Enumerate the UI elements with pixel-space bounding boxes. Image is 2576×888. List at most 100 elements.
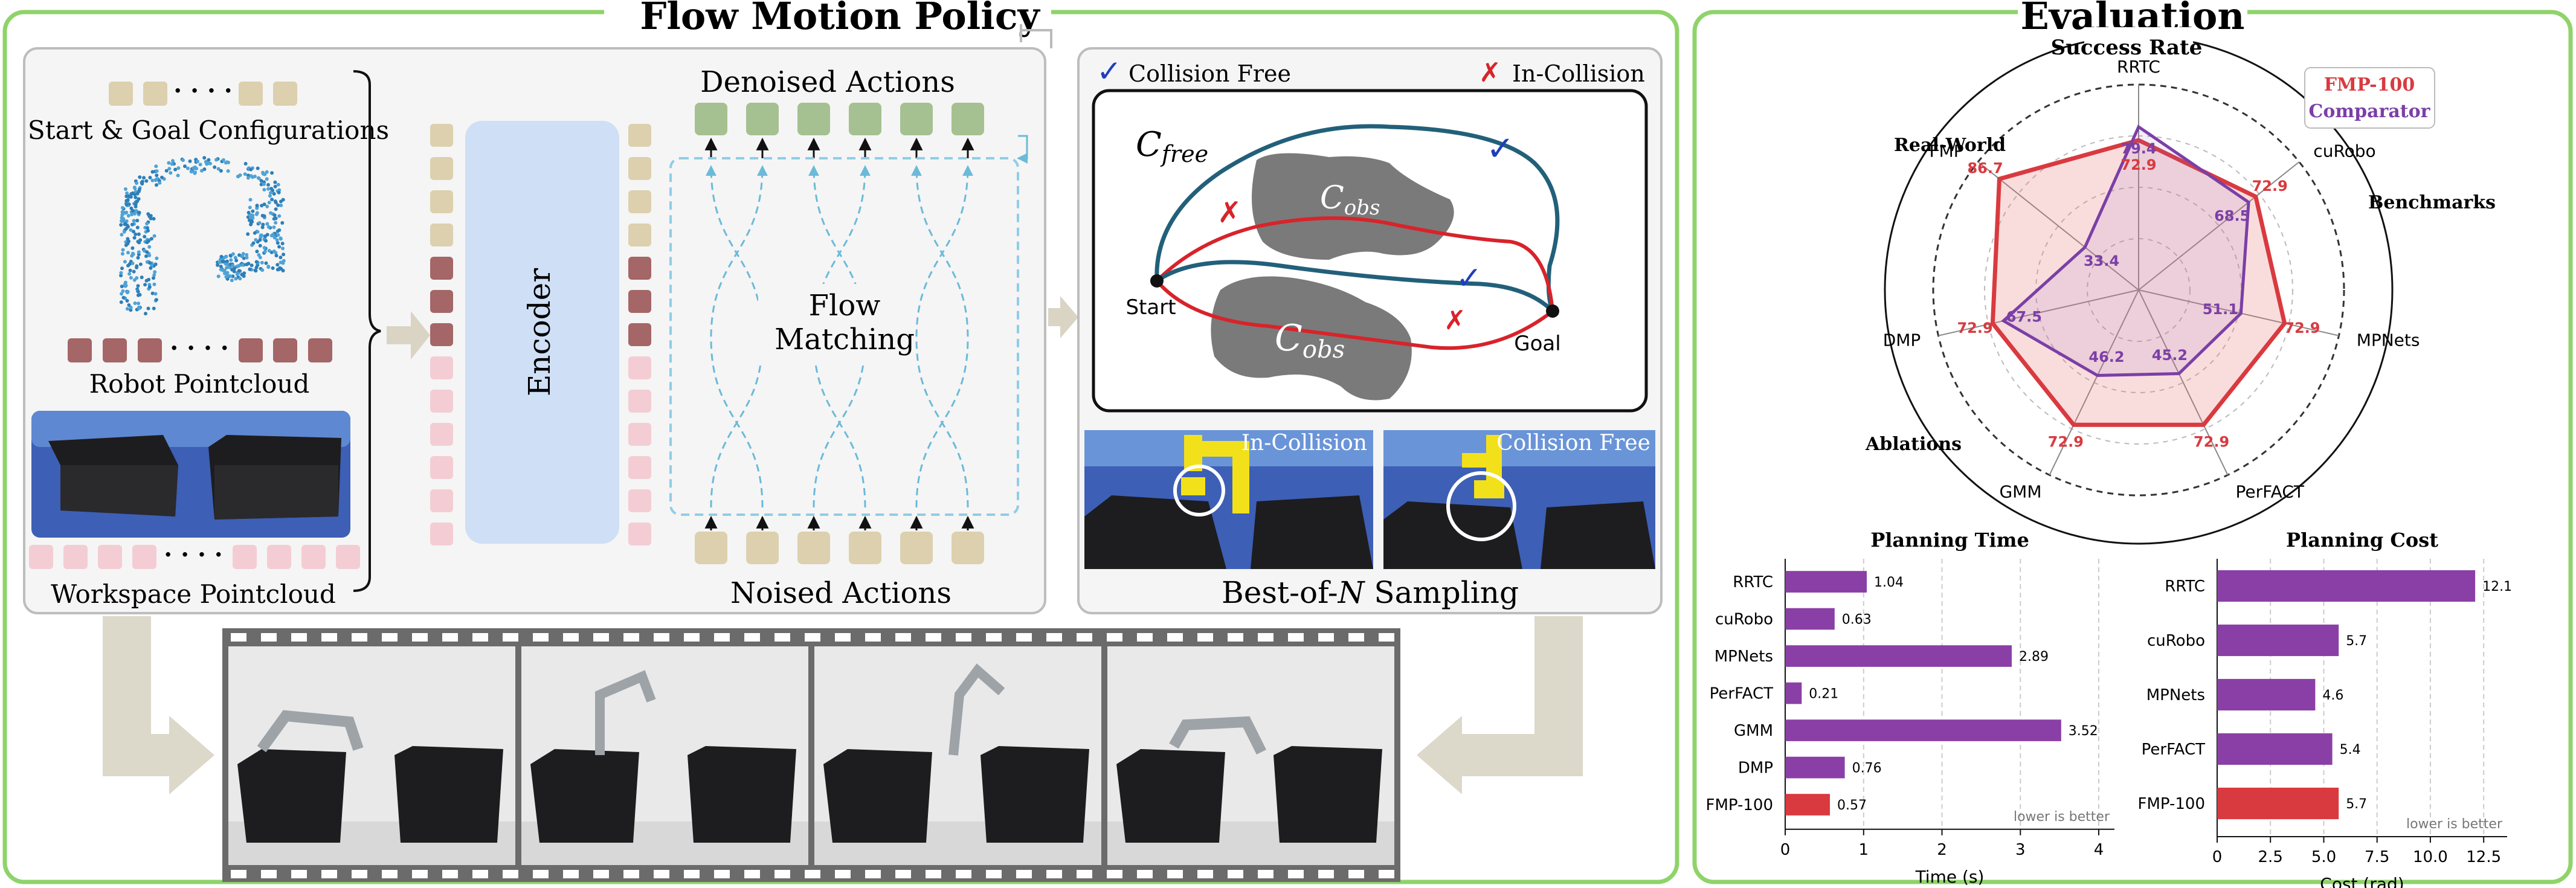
pointcloud-point xyxy=(276,182,280,187)
pointcloud-point xyxy=(120,266,124,271)
pointcloud-point xyxy=(129,195,133,199)
bar-value-label: 12.1 xyxy=(2482,579,2512,594)
pointcloud-point xyxy=(128,268,132,272)
radar-grid-ring xyxy=(2087,238,2191,342)
pointcloud-point xyxy=(155,169,159,173)
pointcloud-point xyxy=(152,234,156,238)
category-label: MPNets xyxy=(2146,686,2205,704)
film-hole xyxy=(352,633,367,642)
film-hole xyxy=(774,870,790,878)
film-hole xyxy=(744,633,760,642)
token xyxy=(628,489,651,512)
bar xyxy=(2217,733,2333,765)
pointcloud-point xyxy=(259,179,263,183)
pointcloud-point xyxy=(132,269,136,274)
arrow-to-filmstrip-right xyxy=(1417,616,1583,794)
pointcloud-point xyxy=(228,274,233,278)
pointcloud-point xyxy=(152,306,156,310)
pointcloud-point xyxy=(138,175,142,179)
pointcloud-point xyxy=(123,187,127,191)
pointcloud-point xyxy=(224,255,228,259)
film-hole xyxy=(442,870,458,878)
x-axis-label: Time (s) xyxy=(1915,867,1985,887)
film-hole xyxy=(895,870,911,878)
x-tick-label: 2.5 xyxy=(2258,848,2283,866)
pointcloud-point xyxy=(158,181,162,185)
pointcloud-point xyxy=(219,265,223,269)
pointcloud-point xyxy=(135,191,140,196)
pointcloud-point xyxy=(130,209,135,213)
token xyxy=(628,257,651,280)
pointcloud-point xyxy=(262,188,266,191)
pointcloud-point xyxy=(170,162,174,166)
token xyxy=(430,356,453,379)
pointcloud-point xyxy=(129,275,133,280)
pointcloud-point xyxy=(258,243,262,248)
pointcloud-point xyxy=(248,205,252,210)
pointcloud-point xyxy=(147,245,152,249)
start-goal-label: Start & Goal Configurations xyxy=(28,115,389,145)
pointcloud-point xyxy=(281,246,285,251)
token xyxy=(628,224,651,246)
bar xyxy=(2217,570,2476,602)
pointcloud-point xyxy=(271,266,275,270)
flow-trajectories xyxy=(706,165,973,508)
c-free-label: Cfree xyxy=(1136,125,1208,167)
pointcloud-point xyxy=(129,228,133,232)
pointcloud-point xyxy=(272,249,276,253)
radar-outer-ring xyxy=(1932,83,2345,497)
radar-axis-label: MPNets xyxy=(2357,330,2420,350)
pointcloud-point xyxy=(245,262,249,266)
pointcloud-point xyxy=(279,199,283,204)
pointcloud-point xyxy=(260,233,264,237)
token xyxy=(430,523,453,545)
pointcloud-point xyxy=(249,174,253,178)
film-hole xyxy=(503,633,518,642)
bar-value-label: 5.4 xyxy=(2340,742,2361,758)
pointcloud-point xyxy=(270,171,274,175)
pointcloud-point xyxy=(140,181,144,185)
pointcloud-point xyxy=(231,252,235,256)
pointcloud-point xyxy=(273,180,277,184)
film-frame xyxy=(228,646,515,865)
pointcloud-point xyxy=(130,261,135,265)
film-hole xyxy=(291,633,307,642)
photo-collision-free: Collision Free xyxy=(1383,430,1655,569)
bar xyxy=(1785,682,1802,704)
lower-is-better-note: lower is better xyxy=(2406,817,2503,832)
pointcloud-point xyxy=(132,230,135,234)
pointcloud-point xyxy=(216,263,220,267)
pointcloud-point xyxy=(262,172,266,176)
pointcloud-point xyxy=(217,260,222,265)
flow-curve xyxy=(911,165,969,508)
x-tick-label: 5.0 xyxy=(2311,848,2336,866)
pointcloud-point xyxy=(276,233,280,237)
pointcloud-point xyxy=(269,211,273,215)
film-hole xyxy=(956,633,971,642)
pointcloud-point xyxy=(149,266,153,270)
pointcloud-point xyxy=(266,187,271,191)
pointcloud-point xyxy=(146,226,149,230)
pointcloud-point xyxy=(134,232,138,236)
arc-end xyxy=(2160,542,2162,544)
start-goal-dots: · · · · xyxy=(173,77,232,105)
pointcloud-point xyxy=(246,232,250,236)
radar-value-label: 72.9 xyxy=(2284,320,2320,336)
pointcloud-point xyxy=(280,221,285,225)
pointcloud-point xyxy=(235,272,239,276)
pointcloud-point xyxy=(262,246,266,250)
pointcloud-point xyxy=(272,191,276,196)
pointcloud-point xyxy=(277,214,282,218)
bar-chart-title: Planning Time xyxy=(1870,529,2029,552)
pointcloud-point xyxy=(126,237,130,241)
pointcloud-point xyxy=(224,161,228,165)
pointcloud-point xyxy=(186,166,190,170)
denoised-action-tokens xyxy=(695,103,984,158)
pointcloud-point xyxy=(245,253,249,257)
film-hole xyxy=(382,870,398,878)
robot-pointcloud-image xyxy=(119,156,286,316)
pointcloud-point xyxy=(143,234,147,239)
film-hole xyxy=(231,870,246,878)
